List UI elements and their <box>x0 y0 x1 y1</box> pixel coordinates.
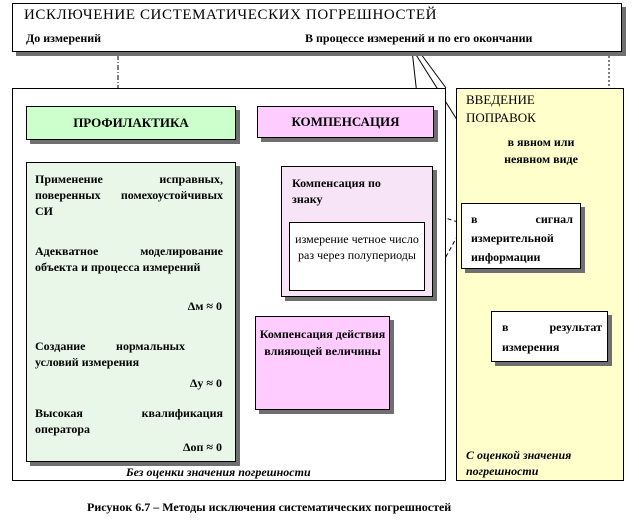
result-box-word-1: в <box>502 320 509 334</box>
right-group-frame <box>456 88 624 481</box>
prevention-item-2-text: Адекватное моделирование объекта и проце… <box>35 244 223 274</box>
result-box <box>491 311 608 362</box>
compensation-by-sign-note-box <box>289 222 425 291</box>
label-before-measurement: До измерений <box>26 31 102 45</box>
prevention-item-4-text: Высокая квалификация оператора <box>35 406 223 436</box>
right-group-subtitle: в явном или неявном виде <box>504 135 578 166</box>
compensation-by-sign-note: измерение четное число раз через полупер… <box>295 232 419 262</box>
signal-box-word-3: измерительной <box>471 231 554 245</box>
compensation-influence-box: Компенсация действия влияющей величины <box>255 316 390 410</box>
prevention-item-3-text: Создание нормальных условий измерения <box>35 339 185 369</box>
prevention-item-3-symbol: Δу ≈ 0 <box>189 376 222 390</box>
prevention-item-1-text: Применение исправных, поверенных помехоу… <box>35 172 223 218</box>
signal-box <box>461 203 581 269</box>
left-group-footer: Без оценки значения погрешности <box>126 465 311 479</box>
compensation-influence-label: Компенсация действия влияющей величины <box>259 327 386 358</box>
figure-caption: Рисунок 6.7 – Методы исключения системат… <box>87 500 452 514</box>
header-title: ИСКЛЮЧЕНИЕ СИСТЕМАТИЧЕСКИХ ПОГРЕШНОСТЕЙ <box>24 7 438 23</box>
right-group-title-line2: ПОПРАВОК <box>466 110 536 125</box>
prevention-title: ПРОФИЛАКТИКА <box>73 115 189 130</box>
prevention-header: ПРОФИЛАКТИКА <box>26 106 236 140</box>
prevention-body <box>26 162 236 462</box>
compensation-title: КОМПЕНСАЦИЯ <box>291 114 400 129</box>
right-group-footer: С оценкой значения погрешности <box>466 448 572 478</box>
prevention-item-4-symbol: Δоп ≈ 0 <box>182 440 222 454</box>
signal-box-word-4: информации <box>471 250 541 264</box>
prevention-item-2-symbol: Δм ≈ 0 <box>187 299 222 313</box>
right-group-title-line1: ВВЕДЕНИЕ <box>466 92 535 107</box>
signal-box-word-1: в <box>471 212 478 226</box>
label-during-measurement: В процессе измерений и по его окончании <box>305 31 533 45</box>
result-box-word-2: результат <box>549 320 602 334</box>
result-box-word-3: измерения <box>502 340 560 354</box>
compensation-by-sign-label: Компенсация по знаку <box>292 176 381 206</box>
compensation-header: КОМПЕНСАЦИЯ <box>257 106 434 138</box>
line-during-to-right-group <box>417 49 447 89</box>
header-box <box>12 3 622 52</box>
signal-box-word-2: сигнал <box>535 212 573 226</box>
